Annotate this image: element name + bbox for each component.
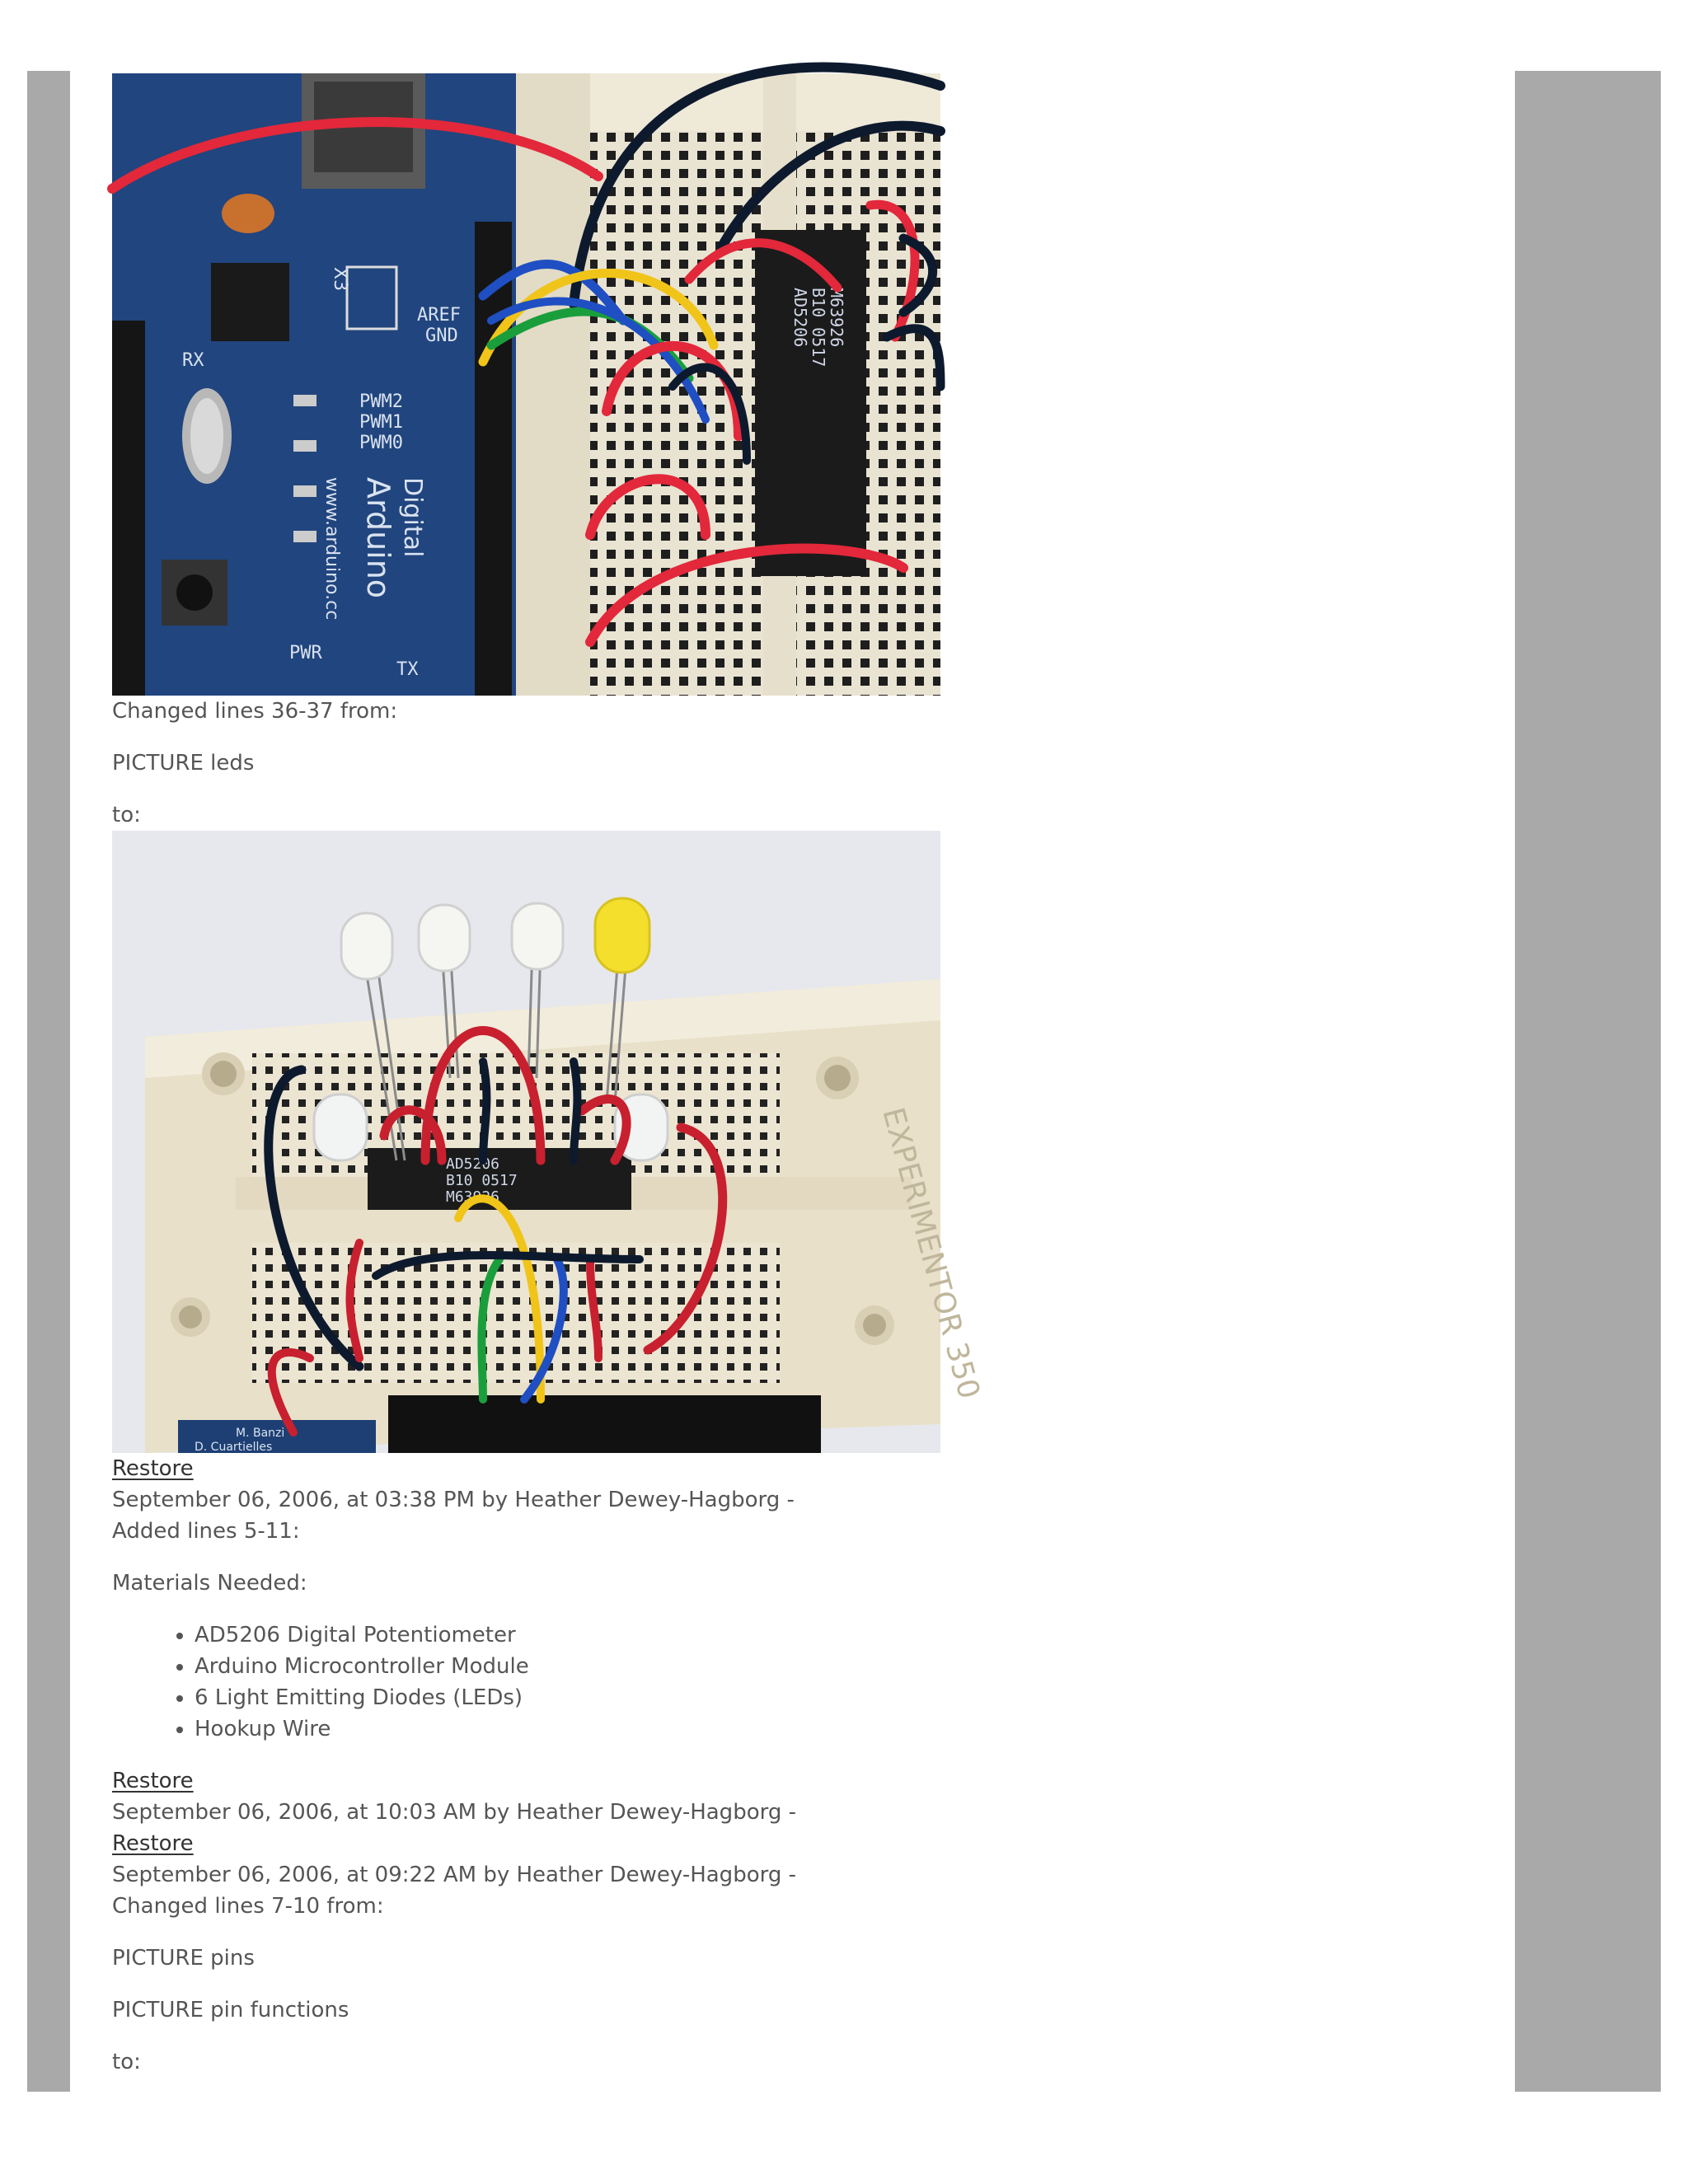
picture-leds-text: PICTURE leds [112, 751, 255, 776]
credit-banzi: M. Banzi [236, 1427, 284, 1440]
leds-breadboard-photo: EXPERIMENTOR 350 M. Banzi D. Cuartielles… [112, 831, 986, 1454]
list-item: Hookup Wire [195, 1713, 1101, 1745]
credit-cuartielles: D. Cuartielles [195, 1441, 272, 1454]
changed-lines-36-37: Changed lines 36-37 from: [112, 699, 398, 724]
arduino-breadboard-photo: AREF GND PWM2 PWM1 PWM0 PWR TX RX Digita… [107, 62, 945, 696]
restore-link-3[interactable]: Restore [112, 1831, 194, 1856]
label-aref: AREF [417, 305, 461, 326]
chip2-line1: AD5206 [446, 1155, 499, 1173]
list-item: AD5206 Digital Potentiometer [195, 1619, 1101, 1651]
list-item: Arduino Microcontroller Module [195, 1651, 1101, 1682]
materials-list: AD5206 Digital Potentiometer Arduino Mic… [112, 1619, 1101, 1745]
added-lines-text: Added lines 5-11: [112, 1519, 300, 1544]
label-tx: TX [396, 659, 419, 680]
page-history-content: AREF GND PWM2 PWM1 PWM0 PWR TX RX Digita… [107, 62, 1101, 2078]
changed-lines-7-10: Changed lines 7-10 from: [112, 1894, 384, 1919]
to-label-2: to: [112, 2050, 141, 2074]
label-pwr: PWR [289, 643, 322, 663]
restore-link-2[interactable]: Restore [112, 1769, 194, 1793]
label-pwm1: PWM1 [359, 412, 403, 433]
left-margin-bar [27, 71, 70, 2092]
picture-pin-functions-text: PICTURE pin functions [112, 1998, 349, 2022]
chip1-line2: B10 0517 [809, 288, 828, 367]
label-arduino: Arduino [360, 477, 396, 598]
right-margin-bar [1515, 71, 1661, 2092]
label-pwm0: PWM0 [359, 433, 403, 453]
chip2-line2: B10 0517 [446, 1172, 518, 1189]
materials-heading: Materials Needed: [112, 1571, 307, 1596]
chip1-line3: M63926 [827, 288, 846, 347]
chip1-line1: AD5206 [790, 288, 810, 347]
label-gnd: GND [425, 326, 458, 346]
restore-link-1[interactable]: Restore [112, 1456, 194, 1481]
picture-pins-text: PICTURE pins [112, 1946, 255, 1971]
label-x3: X3 [330, 267, 350, 291]
label-rx: RX [182, 350, 204, 371]
label-arduino-url: www.arduino.cc [321, 477, 342, 620]
label-pwm2: PWM2 [359, 391, 403, 412]
label-digital: Digital [398, 477, 427, 557]
revision-entry-1: September 06, 2006, at 03:38 PM by Heath… [112, 1488, 795, 1512]
to-label-1: to: [112, 803, 141, 827]
revision-entry-2: September 06, 2006, at 10:03 AM by Heath… [112, 1800, 796, 1825]
revision-entry-3: September 06, 2006, at 09:22 AM by Heath… [112, 1863, 796, 1887]
list-item: 6 Light Emitting Diodes (LEDs) [195, 1682, 1101, 1713]
